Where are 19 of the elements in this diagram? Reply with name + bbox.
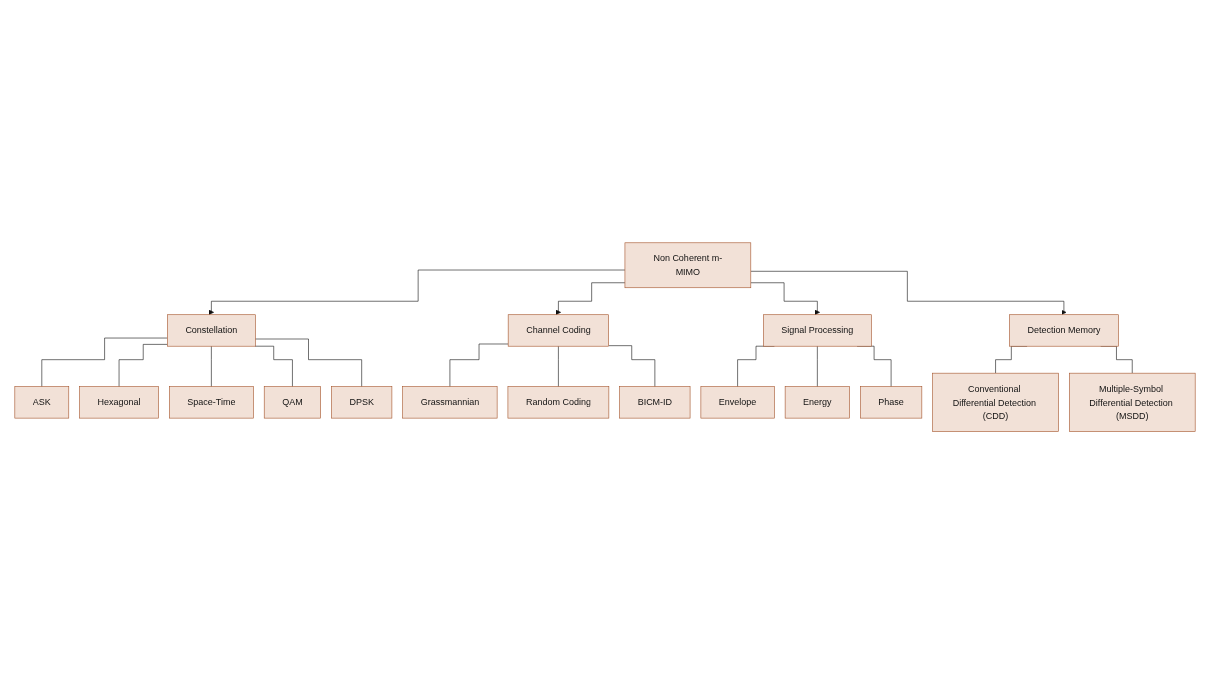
node-box: Conventional Differential Detection (CDD) bbox=[932, 373, 1059, 433]
node-box: DPSK bbox=[331, 386, 393, 419]
node-box: Constellation bbox=[167, 314, 256, 347]
node-box: QAM bbox=[263, 386, 321, 419]
connector bbox=[255, 339, 362, 388]
node-box: Grassmannian bbox=[402, 386, 498, 419]
node-box: Channel Coding bbox=[507, 314, 609, 347]
node-box: Hexagonal bbox=[79, 386, 159, 419]
node-box: Non Coherent m-MIMO bbox=[624, 242, 752, 289]
node-box: Detection Memory bbox=[1009, 314, 1119, 347]
node-box: Phase bbox=[860, 386, 923, 419]
node-box: Random Coding bbox=[507, 386, 610, 419]
node-box: Envelope bbox=[700, 386, 775, 419]
node-box: ASK bbox=[14, 386, 70, 419]
node-box: Energy bbox=[784, 386, 850, 419]
node-box: Multiple-Symbol Differential Detection (MSDD) bbox=[1069, 373, 1196, 433]
node-box: BICM-ID bbox=[619, 386, 691, 419]
node-box: Space-Time bbox=[169, 386, 254, 419]
node-box: Signal Processing bbox=[763, 314, 872, 347]
